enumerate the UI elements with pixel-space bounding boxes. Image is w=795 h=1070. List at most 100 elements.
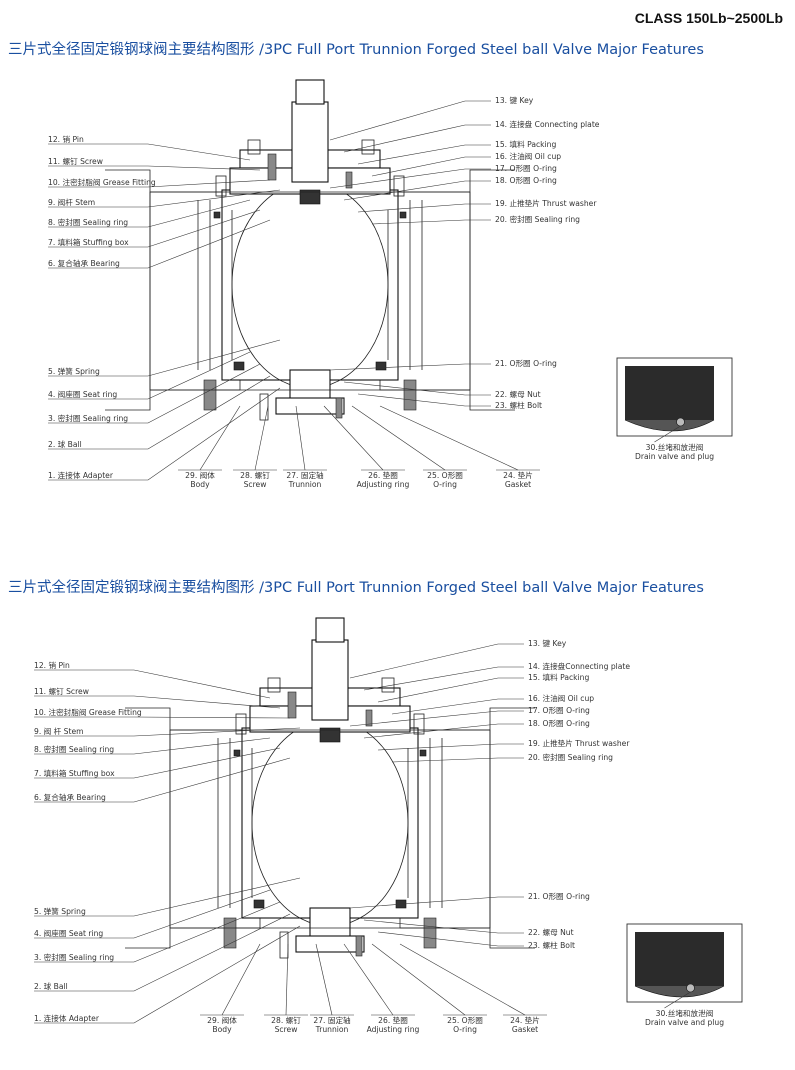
leader-line (254, 405, 269, 471)
callout-left-label: 10. 注密封脂阀 Grease Fitting (34, 707, 142, 717)
leader-line (315, 943, 333, 1016)
callout-bottom-label-cn: 28. 螺钉 (240, 470, 270, 480)
leader-line (379, 405, 519, 471)
leader-line (377, 677, 524, 703)
right-fitting (413, 713, 425, 735)
callout-bottom-label-en: Adjusting ring (357, 480, 410, 489)
leader-line (199, 405, 241, 471)
seat-ring (375, 361, 387, 371)
callout-right-label: 21. O形圈 O-ring (495, 359, 557, 368)
center-body (241, 727, 419, 919)
callout-left-label: 7. 填料箱 Stuffing box (48, 237, 129, 247)
leader-line (371, 156, 491, 177)
stem (311, 639, 349, 721)
stem (291, 101, 329, 183)
right-nut (403, 379, 417, 411)
leader-line (34, 669, 271, 699)
right-end-flange (469, 169, 515, 411)
leader-line (34, 737, 271, 755)
leader-line (349, 710, 524, 727)
leader-line (48, 387, 281, 481)
callout-right-label: 17. O形圈 O-ring (528, 706, 590, 715)
callout-left-label: 5. 弹簧 Spring (48, 366, 100, 376)
left-fitting (215, 175, 227, 197)
adjusting-ring (279, 931, 289, 959)
grease-fitting-head (247, 139, 261, 155)
leader-line (357, 393, 491, 407)
oil-cup (365, 709, 373, 727)
sealing-ring (399, 211, 407, 219)
leader-line (48, 143, 251, 161)
callout-right-label: 14. 连接盘 Connecting plate (495, 119, 600, 129)
leader-line (357, 203, 491, 213)
sealing-ring (419, 749, 427, 757)
trunnion (289, 369, 331, 401)
leader-line (34, 889, 271, 939)
callout-right-label: 18. O形圈 O-ring (528, 719, 590, 728)
leader-line (34, 695, 281, 709)
center-body (221, 189, 399, 381)
left-fitting (235, 713, 247, 735)
callout-right-label: 19. 止推垫片 Thrust washer (495, 198, 597, 208)
leader-line (351, 405, 446, 471)
leader-line (48, 179, 271, 188)
leader-line (371, 943, 466, 1016)
inset-label-cn: 30.丝堵和放泄阀 (656, 1008, 714, 1018)
callout-right-label: 20. 密封圈 Sealing ring (528, 752, 613, 762)
callout-left-label: 4. 阀座圈 Seat ring (48, 389, 117, 399)
callout-right-label: 15. 填料 Packing (495, 139, 556, 149)
leader-line (377, 931, 524, 947)
callout-left-label: 3. 密封圈 Sealing ring (48, 413, 128, 423)
callout-bottom-label-cn: 24. 垫片 (503, 470, 533, 480)
callout-right-label: 19. 止推垫片 Thrust washer (528, 738, 630, 748)
seat-ring (233, 361, 245, 371)
callout-left-label: 2. 球 Ball (48, 439, 82, 449)
callout-bottom-label-cn: 27. 固定轴 (313, 1015, 351, 1025)
leader-line (48, 375, 271, 450)
drain-plug-icon (686, 983, 695, 993)
sealing-ring (233, 749, 241, 757)
callout-right-label: 16. 注油阀 Oil cup (495, 151, 561, 161)
leader-line (34, 913, 291, 992)
leader-line (349, 643, 524, 679)
leader-line (323, 405, 384, 471)
inset-pipe (625, 366, 714, 420)
callout-left-label: 1. 连接体 Adapter (48, 470, 114, 480)
left-end-flange (105, 169, 151, 411)
callout-left-label: 10. 注密封脂阀 Grease Fitting (48, 177, 156, 187)
leader-line (48, 209, 261, 248)
leader-line (357, 144, 491, 165)
callout-bottom-label-cn: 24. 垫片 (510, 1015, 540, 1025)
leader-line (34, 727, 301, 737)
leader-line (48, 199, 251, 228)
callout-bottom-label-en: Gasket (512, 1025, 538, 1034)
callout-left-label: 7. 填料箱 Stuffing box (34, 768, 115, 778)
screw (267, 153, 277, 181)
section-2-title: 三片式全径固定锻钢球阀主要结构图形 /3PC Full Port Trunnio… (8, 580, 704, 596)
trunnion-plate (275, 397, 345, 415)
callout-left-label: 9. 阀 杆 Stem (34, 726, 84, 736)
callout-bottom-label-en: Body (212, 1025, 232, 1034)
trunnion (309, 907, 351, 939)
callout-bottom-label-en: Trunnion (315, 1025, 349, 1034)
callout-bottom-label-en: Trunnion (288, 480, 322, 489)
callout-left-label: 8. 密封圈 Sealing ring (34, 744, 114, 754)
drain-plug-icon (676, 417, 685, 427)
leader-line (329, 363, 491, 371)
leader-line (391, 698, 524, 715)
callout-left-label: 6. 复合轴承 Bearing (48, 258, 120, 268)
leader-line (363, 919, 524, 934)
leader-line (34, 877, 301, 917)
callout-left-label: 12. 销 Pin (34, 660, 70, 670)
callout-right-label: 17. O形圈 O-ring (495, 164, 557, 173)
callout-left-label: 3. 密封圈 Sealing ring (34, 952, 114, 962)
leader-line (34, 925, 301, 1024)
leader-line (34, 901, 281, 963)
trunnion-screw (355, 935, 363, 957)
callout-left-label: 2. 球 Ball (34, 981, 68, 991)
valve-body-drawing (125, 617, 535, 959)
oil-cup-head (361, 139, 375, 155)
